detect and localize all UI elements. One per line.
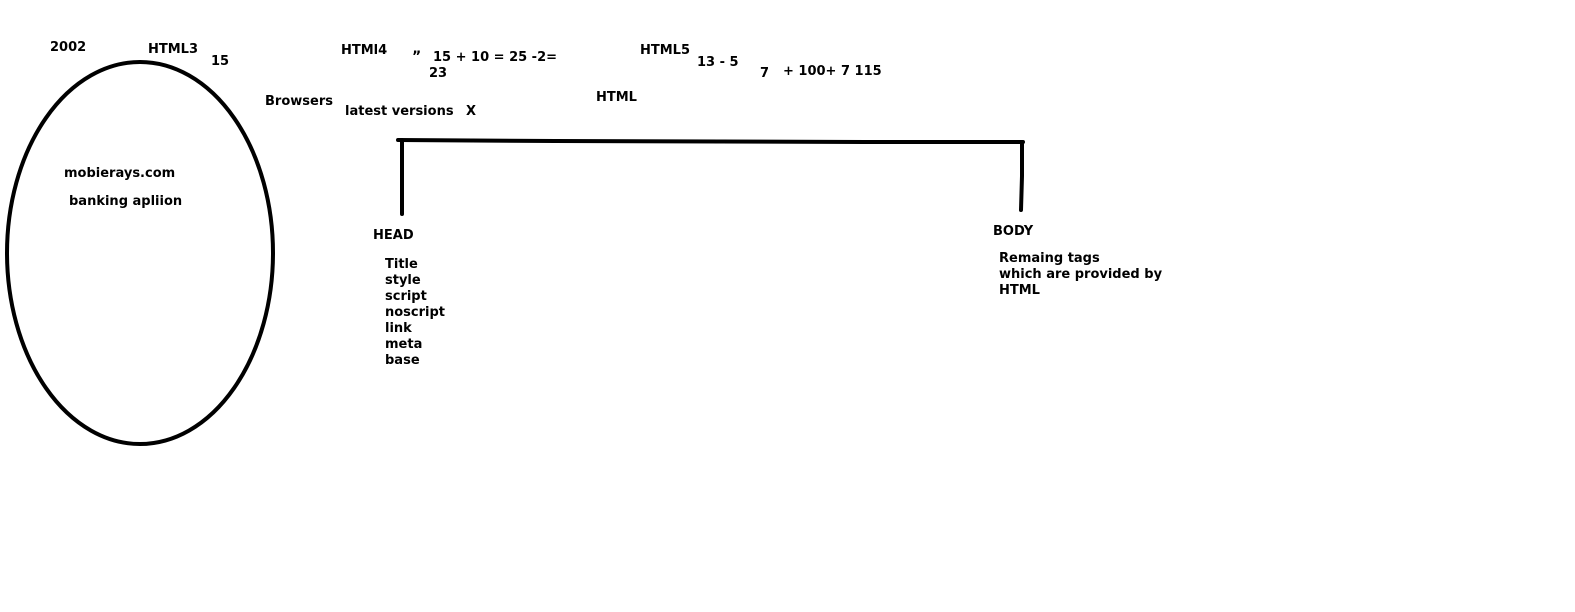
head-child-item: meta xyxy=(385,337,423,352)
browsers-label: Browsers xyxy=(265,94,333,109)
head-node-label: HEAD xyxy=(373,228,414,243)
html-root-label: HTML xyxy=(596,90,637,105)
x-mark: X xyxy=(466,104,477,119)
head-child-item: style xyxy=(385,273,421,288)
head-child-item: noscript xyxy=(385,305,446,320)
html5-calculation: 13 - 5 xyxy=(697,55,739,70)
quote-mark: ” xyxy=(412,49,422,65)
html5-seven: 7 xyxy=(760,66,770,81)
body-description-line: HTML xyxy=(999,283,1040,298)
ellipse-app-label: banking apliion xyxy=(69,194,183,209)
head-child-item: base xyxy=(385,353,420,368)
body-description-line: Remaing tags xyxy=(999,251,1100,266)
head-child-item: script xyxy=(385,289,427,304)
tree-horizontal-line xyxy=(396,138,1025,144)
html5-label: HTML5 xyxy=(640,43,691,58)
latest-versions-label: latest versions xyxy=(345,104,454,119)
head-children-list: Title style script noscript link meta ba… xyxy=(385,257,445,369)
html5-sum: + 100+ 7 115 xyxy=(783,64,882,79)
html3-label: HTML3 xyxy=(148,42,199,57)
body-description-line: which are provided by xyxy=(999,267,1163,282)
body-description: Remaing tags which are provided by HTML xyxy=(999,251,1162,299)
calculation-line-2: 23 xyxy=(429,66,448,81)
html4-label: HTMl4 xyxy=(341,43,388,58)
ellipse-site-label: mobierays.com xyxy=(64,166,176,181)
head-child-item: link xyxy=(385,321,412,336)
calculation-line-1: 15 + 10 = 25 -2= xyxy=(433,50,558,65)
ellipse-outline xyxy=(5,60,275,446)
year-label: 2002 xyxy=(50,40,87,55)
tree-body-branch xyxy=(1019,140,1024,212)
html3-count-label: 15 xyxy=(211,54,230,69)
head-child-item: Title xyxy=(385,257,418,272)
body-node-label: BODY xyxy=(993,224,1034,239)
